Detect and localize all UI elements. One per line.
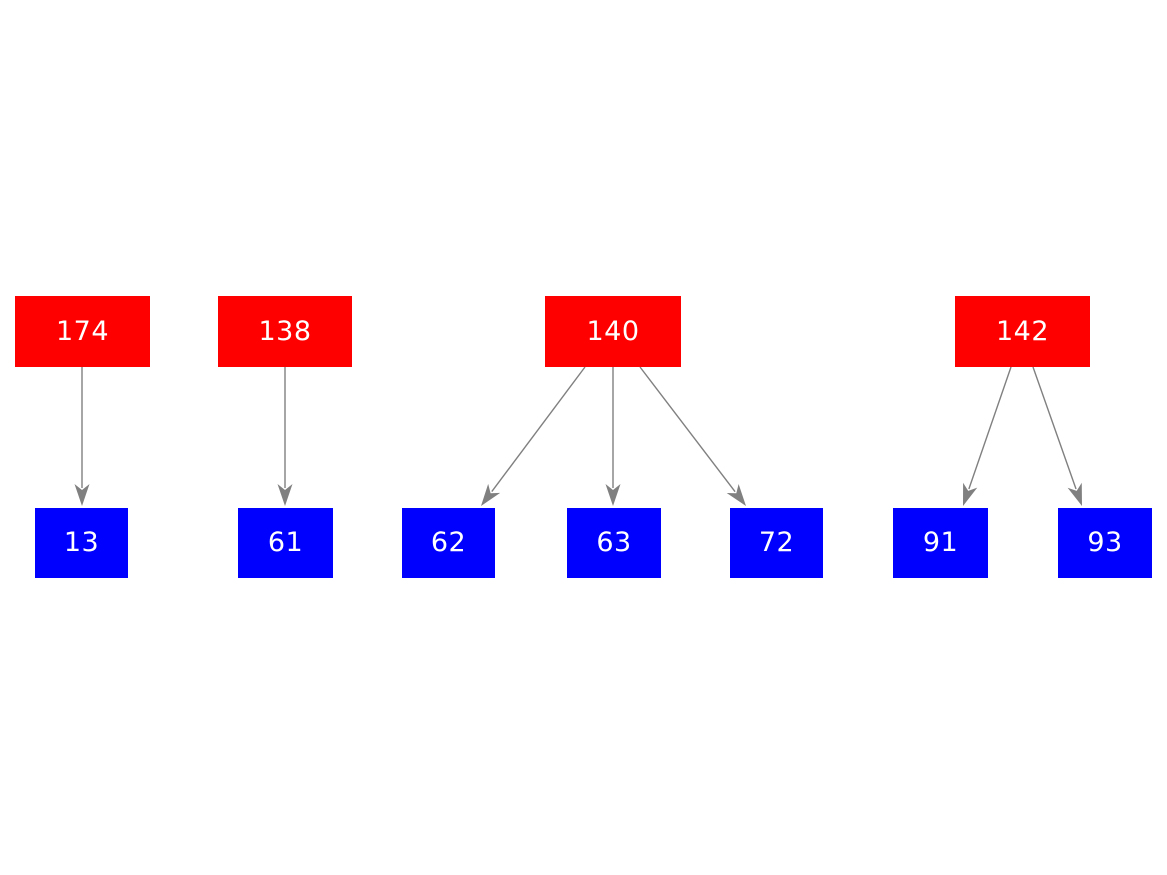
graph-node-91[interactable]: 91	[893, 508, 988, 578]
graph-edge	[605, 367, 621, 506]
edge-arrowhead	[1067, 482, 1082, 506]
node-label: 140	[586, 315, 640, 347]
graph-node-142[interactable]: 142	[955, 296, 1090, 367]
graph-edge	[1032, 366, 1082, 506]
edge-arrowhead	[74, 484, 90, 506]
graph-edge	[639, 366, 746, 506]
node-label: 138	[258, 315, 312, 347]
edge-arrowhead	[605, 484, 621, 506]
node-label: 63	[596, 527, 632, 558]
graph-node-174[interactable]: 174	[15, 296, 150, 367]
node-label: 61	[267, 527, 304, 558]
edge-arrowhead	[726, 483, 746, 506]
node-label: 13	[63, 527, 100, 558]
node-label: 72	[758, 527, 795, 558]
graph-edge	[963, 366, 1012, 506]
node-label: 93	[1087, 527, 1123, 558]
edge-arrowhead	[277, 484, 293, 506]
edge-line	[491, 366, 586, 493]
graph-edge	[74, 367, 90, 506]
graph-node-63[interactable]: 63	[567, 508, 661, 578]
graph-edge	[481, 366, 586, 506]
node-label: 91	[922, 527, 959, 558]
edge-arrowhead	[963, 482, 978, 506]
graph-node-61[interactable]: 61	[238, 508, 333, 578]
graph-node-72[interactable]: 72	[730, 508, 823, 578]
graph-edge	[277, 367, 293, 506]
edge-line	[968, 366, 1012, 490]
graph-node-138[interactable]: 138	[218, 296, 352, 367]
graph-node-13[interactable]: 13	[35, 508, 128, 578]
node-label: 142	[995, 315, 1050, 347]
edge-line	[639, 366, 736, 493]
edge-line	[1032, 366, 1077, 490]
edge-arrowhead	[481, 483, 501, 506]
graph-node-140[interactable]: 140	[545, 296, 681, 367]
graph-node-93[interactable]: 93	[1058, 508, 1152, 578]
node-label: 62	[430, 527, 467, 558]
graph-node-62[interactable]: 62	[402, 508, 495, 578]
node-label: 174	[55, 315, 110, 347]
